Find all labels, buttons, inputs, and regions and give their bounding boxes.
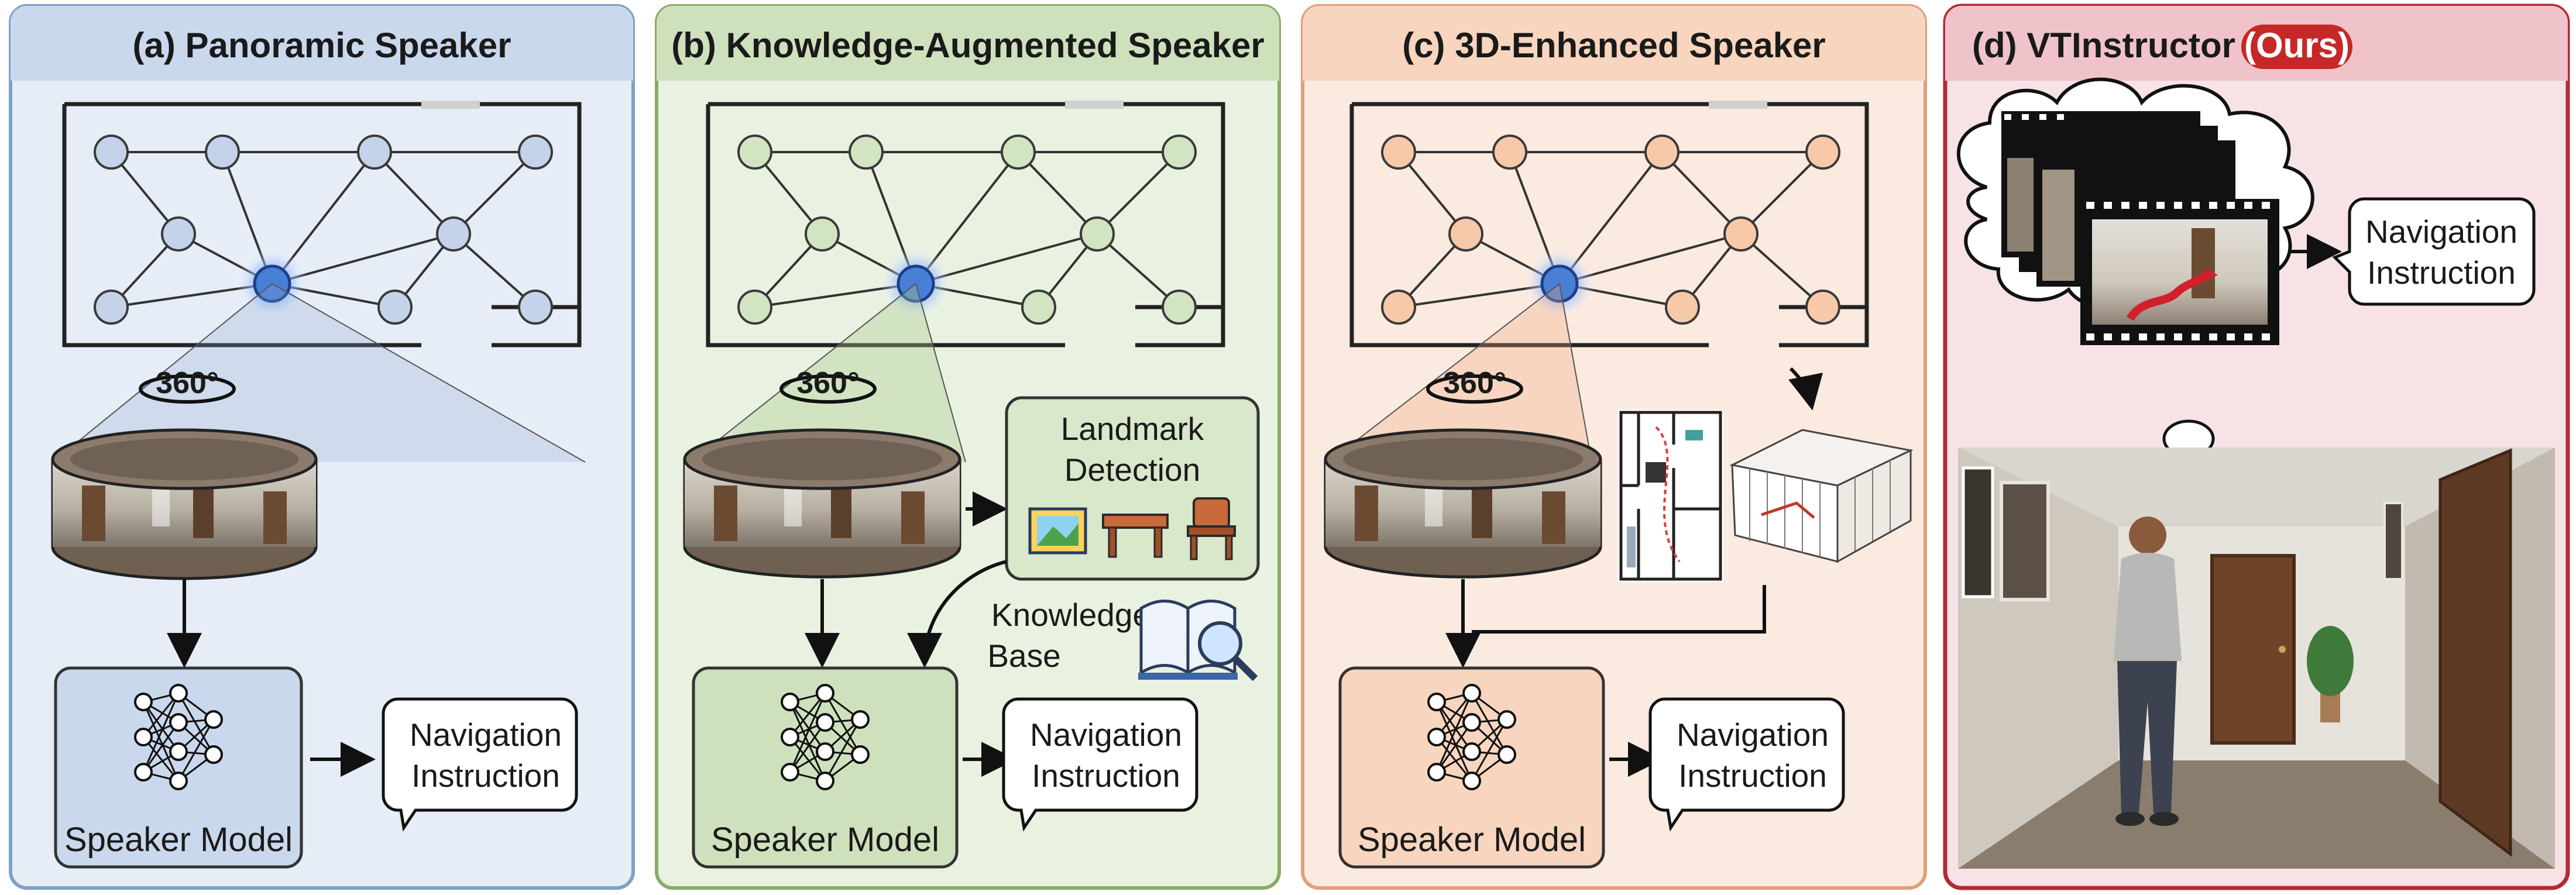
nav-instruction-bubble-d: Navigation Instruction: [2332, 197, 2536, 306]
graph-node: [1665, 290, 1700, 325]
graph-node: [94, 135, 129, 170]
nav-instruction-bubble-c: Navigation Instruction: [1648, 697, 1845, 832]
ours-badge-label: (Ours): [2244, 26, 2350, 65]
graph-node: [1162, 135, 1197, 170]
graph-node: [1644, 135, 1679, 170]
panel-c-title: (c) 3D-Enhanced Speaker: [1402, 26, 1826, 65]
svg-text:Navigation: Navigation: [410, 717, 562, 753]
svg-text:Navigation: Navigation: [1030, 717, 1182, 753]
svg-text:Instruction: Instruction: [2367, 254, 2516, 291]
graph-node: [94, 290, 129, 325]
svg-text:360°: 360°: [156, 366, 219, 400]
graph-node: [436, 216, 471, 252]
video-frames: [2001, 111, 2279, 345]
nav-instruction-bubble-a: Navigation Instruction: [382, 697, 578, 832]
walking-person: [2114, 517, 2182, 826]
graph-node: [357, 135, 392, 170]
graph-node: [377, 290, 413, 325]
graph-node: [1080, 216, 1115, 252]
nav-instruction-bubble-b: Navigation Instruction: [1002, 697, 1198, 832]
graph-node: [518, 135, 553, 170]
panel-b-title: (b) Knowledge-Augmented Speaker: [671, 26, 1264, 65]
potted-plant: [2307, 626, 2354, 722]
chair-icon: [1187, 497, 1236, 560]
svg-text:360°: 360°: [1443, 366, 1506, 400]
graph-node: [1805, 290, 1840, 325]
book-search-icon: [1138, 600, 1258, 681]
nav-graph-a: [62, 101, 582, 347]
panel-c: (c) 3D-Enhanced Speaker: [1301, 4, 1927, 890]
rotation-360-a: 360°: [139, 366, 236, 404]
graph-node: [1381, 135, 1416, 170]
picture-icon: [1028, 507, 1087, 555]
svg-text:Base: Base: [987, 638, 1060, 674]
svg-text:Speaker Model: Speaker Model: [64, 821, 293, 859]
svg-text:Instruction: Instruction: [1032, 758, 1180, 794]
graph-node: [1805, 135, 1840, 170]
panel-a-title: (a) Panoramic Speaker: [133, 26, 511, 65]
panel-b: (b) Knowledge-Augmented Speaker: [655, 4, 1281, 890]
panel-d: (d) VTInstructor (Ours): [1943, 4, 2570, 890]
svg-text:Speaker Model: Speaker Model: [711, 821, 939, 859]
floorplan-map: [1618, 409, 1723, 582]
svg-text:Instruction: Instruction: [1678, 758, 1827, 794]
graph-node: [737, 135, 772, 170]
graph-node: [518, 290, 553, 325]
svg-text:Landmark: Landmark: [1061, 411, 1204, 447]
table-icon: [1102, 514, 1169, 558]
graph-node: [205, 135, 240, 170]
rotation-360-b: 360°: [779, 366, 877, 404]
svg-text:Knowledge: Knowledge: [991, 597, 1150, 633]
svg-text:Detection: Detection: [1064, 452, 1200, 488]
panorama-cylinder-b: [683, 428, 961, 579]
hallway-photo: [1958, 448, 2555, 869]
speaker-model-a: Speaker Model: [54, 666, 303, 869]
landmark-detection-box: Landmark Detection: [1005, 396, 1260, 581]
graph-node: [1448, 216, 1483, 252]
svg-text:360°: 360°: [796, 366, 860, 400]
rotation-360-c: 360°: [1426, 366, 1523, 404]
graph-node: [1492, 135, 1527, 170]
svg-text:Navigation: Navigation: [1677, 717, 1829, 753]
ours-badge: [2241, 25, 2352, 69]
graph-node: [161, 216, 196, 252]
graph-node: [849, 135, 884, 170]
3d-point-cloud: [1729, 429, 1914, 563]
speaker-model-b: Speaker Model: [692, 666, 959, 869]
panel-d-title: (d) VTInstructor: [1972, 26, 2235, 65]
panorama-cylinder-a: [51, 428, 318, 580]
graph-node: [737, 290, 772, 325]
panel-a: (a) Panoramic Speaker: [9, 4, 635, 890]
graph-node: [1381, 290, 1416, 325]
graph-node: [805, 216, 840, 252]
graph-node: [1723, 216, 1758, 252]
svg-text:Speaker Model: Speaker Model: [1358, 821, 1586, 859]
graph-node: [1162, 290, 1197, 325]
svg-text:Instruction: Instruction: [411, 758, 560, 794]
graph-node: [1001, 135, 1036, 170]
panorama-cylinder-c: [1324, 428, 1602, 579]
speaker-model-c: Speaker Model: [1338, 666, 1605, 869]
graph-node: [1021, 290, 1056, 325]
svg-text:Navigation: Navigation: [2365, 214, 2517, 250]
